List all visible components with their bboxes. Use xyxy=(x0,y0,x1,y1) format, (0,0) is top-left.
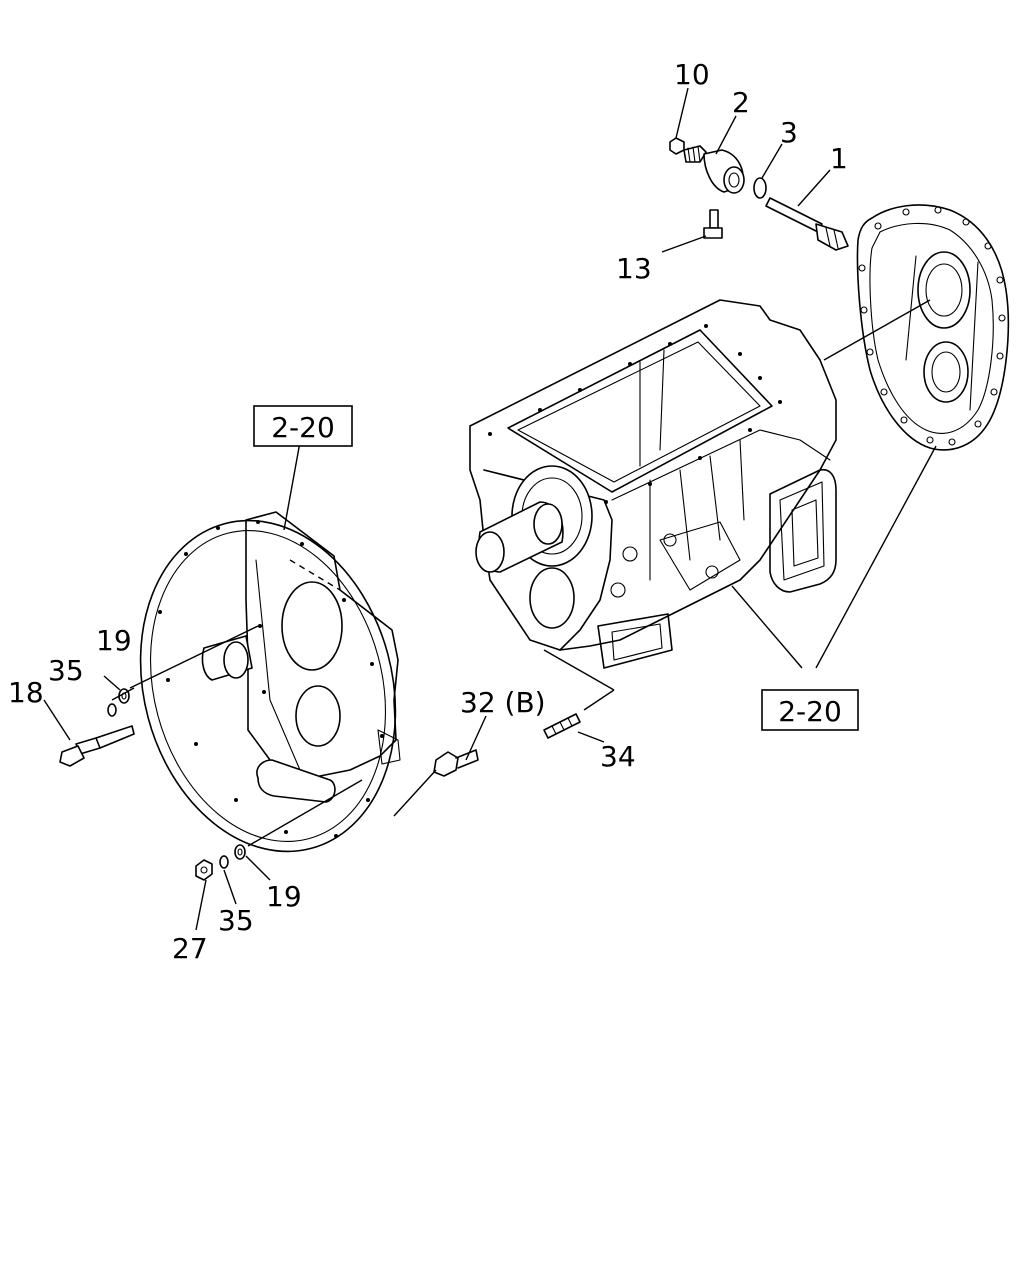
callout-35-lower: 35 xyxy=(218,904,254,937)
rear-cover xyxy=(856,204,1010,451)
case-flange-bolt-holes xyxy=(488,324,782,504)
callout-19-upper: 19 xyxy=(96,624,132,657)
part-3-o-ring xyxy=(753,177,767,199)
part-19-washer-lower xyxy=(234,844,246,860)
part-18-bolt xyxy=(59,725,135,767)
part-2-sensor xyxy=(683,145,745,194)
callout-13: 13 xyxy=(616,252,652,285)
part-1-shaft xyxy=(765,197,849,251)
reference-box-top-left: 2-20 xyxy=(253,405,353,447)
callout-18: 18 xyxy=(8,676,44,709)
part-35-lock-washer-upper xyxy=(107,703,117,717)
transmission-case xyxy=(469,299,837,669)
callout-35-upper: 35 xyxy=(48,654,84,687)
reference-box-bottom-right: 2-20 xyxy=(761,689,859,731)
countershaft-bore xyxy=(529,567,575,629)
part-27-nut xyxy=(195,859,213,881)
part-10-cap xyxy=(669,137,685,155)
part-13-screw xyxy=(703,209,723,239)
sensor-assembly xyxy=(669,137,849,251)
callout-1: 1 xyxy=(830,142,848,175)
callout-labels: 10 2 3 1 13 19 35 18 32 (B) 34 19 35 27 xyxy=(8,58,848,965)
part-32-plug xyxy=(433,749,479,777)
reference-label-bottom-right: 2-20 xyxy=(778,695,842,728)
callout-34: 34 xyxy=(600,740,636,773)
callout-3: 3 xyxy=(780,116,798,149)
reference-label-top-left: 2-20 xyxy=(271,411,335,444)
clutch-housing xyxy=(139,511,401,853)
part-34-stud xyxy=(543,713,581,739)
rear-cover-bolt-holes xyxy=(858,206,1006,446)
input-shaft xyxy=(475,465,593,573)
callout-19-lower: 19 xyxy=(266,880,302,913)
callout-10: 10 xyxy=(674,58,710,91)
callout-32-b: 32 (B) xyxy=(460,686,546,719)
part-35-lock-washer-lower xyxy=(219,855,229,869)
callout-27: 27 xyxy=(172,932,208,965)
callout-2: 2 xyxy=(732,86,750,119)
pto-opening xyxy=(769,468,837,593)
clutch-housing-bolt-holes xyxy=(158,520,384,838)
leader-lines xyxy=(43,87,937,931)
